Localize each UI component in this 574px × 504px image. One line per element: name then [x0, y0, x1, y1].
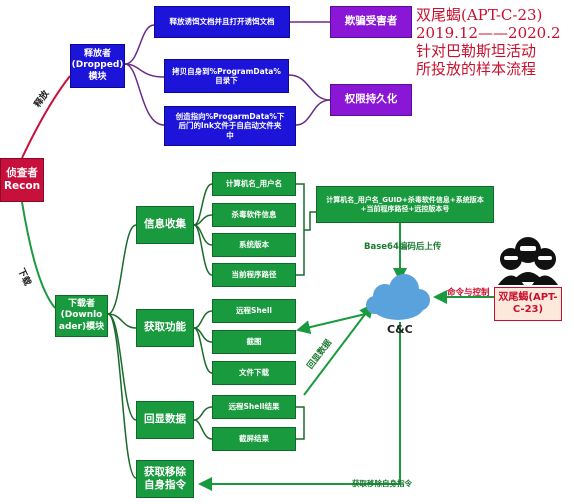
- echo-item-screenshot-result: 截屏结果: [212, 427, 296, 451]
- dropped-item-copy-self: 拷贝自身到%ProgramData% 目录下: [164, 59, 289, 93]
- recon-node: 侦查者 Recon: [0, 158, 44, 202]
- info-item-os-version: 系统版本: [212, 233, 296, 257]
- hacker-group-icon: [498, 237, 558, 285]
- downloader-module: 下载者 (Downlo ader)模块: [55, 295, 108, 337]
- edge-recon-dropped: [21, 75, 71, 159]
- function-item-file-download: 文件下载: [212, 361, 296, 385]
- remove-instruction-arrow-label: 获取移除自身指令: [352, 479, 412, 488]
- function-item-remote-shell: 远程Shell: [212, 299, 296, 323]
- group-info-collection: 信息收集: [136, 206, 194, 244]
- command-control-label: 命令与控制: [447, 288, 490, 298]
- info-item-program-path: 当前程序路径: [212, 263, 296, 287]
- info-item-computer-user: 计算机名_用户名: [212, 172, 296, 196]
- echo-item-shell-result: 远程Shell结果: [212, 395, 296, 419]
- group-acquire-functions: 获取功能: [136, 309, 194, 347]
- dropped-module: 释放者 (Dropped) 模块: [70, 44, 125, 88]
- title-line-2: 2019.12——2020.2: [416, 24, 561, 42]
- edge-recon-downloader: [21, 201, 56, 309]
- function-item-screenshot: 截图: [212, 330, 296, 354]
- base64-upload-label: Base64编码后上传: [364, 242, 442, 252]
- collected-info-summary: 计算机名_用户名_GUID+杀毒软件信息+系统版本 +当前程序路径+远控版本号: [316, 186, 494, 223]
- cc-label: C&C: [387, 323, 413, 336]
- title-line-4: 所投放的样本流程: [416, 60, 537, 78]
- cloud-icon: [366, 274, 430, 320]
- info-item-antivirus: 杀毒软件信息: [212, 203, 296, 227]
- outcome-deceive-victim: 欺骗受害者: [330, 6, 412, 38]
- title-line-3: 针对巴勒斯坦活动: [416, 42, 537, 60]
- title-line-1: 双尾蝎(APT-C-23): [416, 6, 543, 24]
- outcome-persistence: 权限持久化: [330, 84, 412, 116]
- dropped-item-release-decoy: 释放诱饵文档并且打开诱饵文档: [154, 6, 290, 38]
- attacker-apt-c-23: 双尾蝎(APT- C-23): [494, 287, 562, 321]
- group-remove-self: 获取移除 自身指令: [136, 460, 194, 498]
- dropped-item-create-lnk: 创造指向%ProgarmData%下 后门的lnk文件于自启动文件夹 中: [164, 106, 296, 146]
- group-echo-data: 回显数据: [136, 401, 194, 439]
